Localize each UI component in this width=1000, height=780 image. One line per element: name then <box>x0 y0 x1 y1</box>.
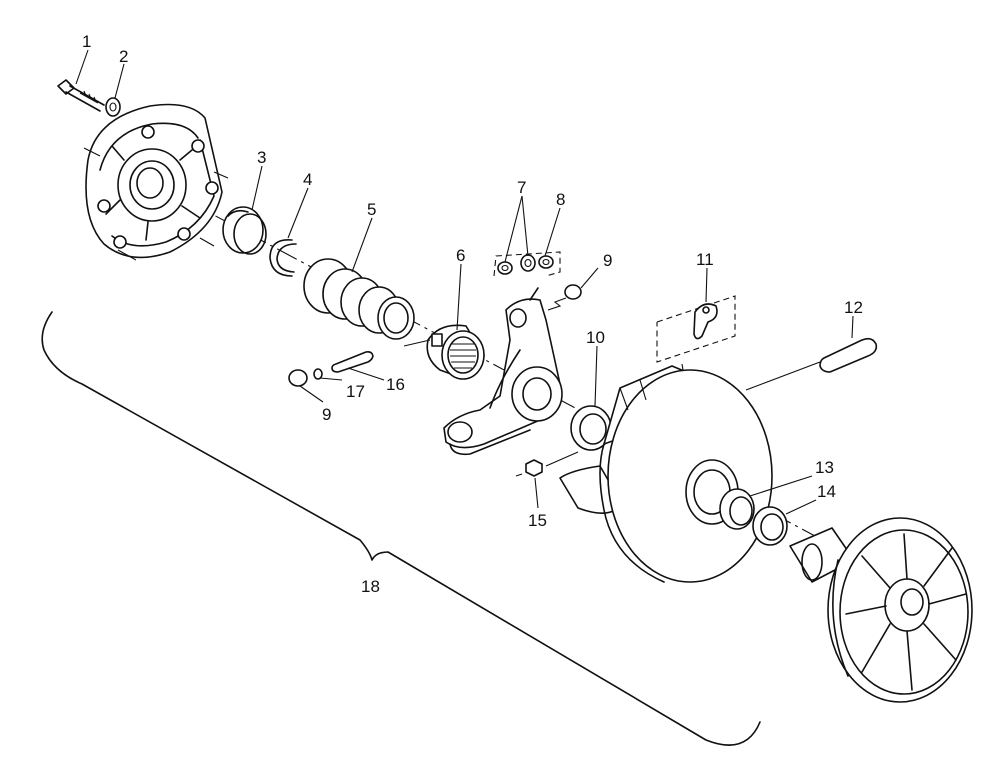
callout-6: 6 <box>456 246 465 265</box>
callout-13: 13 <box>815 458 834 477</box>
part-sheave-bushing <box>719 488 755 530</box>
callout-10: 10 <box>586 328 605 347</box>
callout-9-upper: 9 <box>603 251 612 270</box>
part-bushing <box>222 206 267 255</box>
assembly-brace <box>41 311 761 746</box>
callout-8: 8 <box>556 190 565 209</box>
part-fixed-sheave <box>789 517 973 703</box>
callout-11: 11 <box>696 250 714 269</box>
callout-7: 7 <box>517 178 526 197</box>
part-spring <box>303 258 415 340</box>
part-clip <box>656 295 736 377</box>
callout-2: 2 <box>119 47 128 66</box>
callout-4: 4 <box>303 170 312 189</box>
part-moveable-sheave <box>559 365 773 583</box>
part-nut <box>515 451 579 477</box>
callout-16: 16 <box>386 375 405 394</box>
part-spacer-washer <box>752 506 788 546</box>
part-shaft-pin <box>745 337 878 391</box>
callout-9-lower: 9 <box>322 405 331 424</box>
part-rollers <box>493 251 561 277</box>
part-cap-lower <box>288 368 323 387</box>
callout-12: 12 <box>844 298 863 317</box>
callout-15: 15 <box>528 511 547 530</box>
callout-1: 1 <box>82 32 91 51</box>
part-washer <box>105 97 121 117</box>
callout-5: 5 <box>367 200 376 219</box>
part-spider <box>426 324 485 380</box>
part-cover-plate <box>83 103 229 261</box>
callout-17: 17 <box>346 382 365 401</box>
part-bolt <box>57 79 105 112</box>
part-snap-ring <box>269 239 297 277</box>
callout-3: 3 <box>257 148 266 167</box>
part-cap-upper <box>547 284 582 311</box>
callout-14: 14 <box>817 482 836 501</box>
callout-18: 18 <box>361 577 380 596</box>
part-arm <box>443 287 563 456</box>
leader-lines <box>75 49 854 515</box>
part-pin <box>331 351 374 373</box>
